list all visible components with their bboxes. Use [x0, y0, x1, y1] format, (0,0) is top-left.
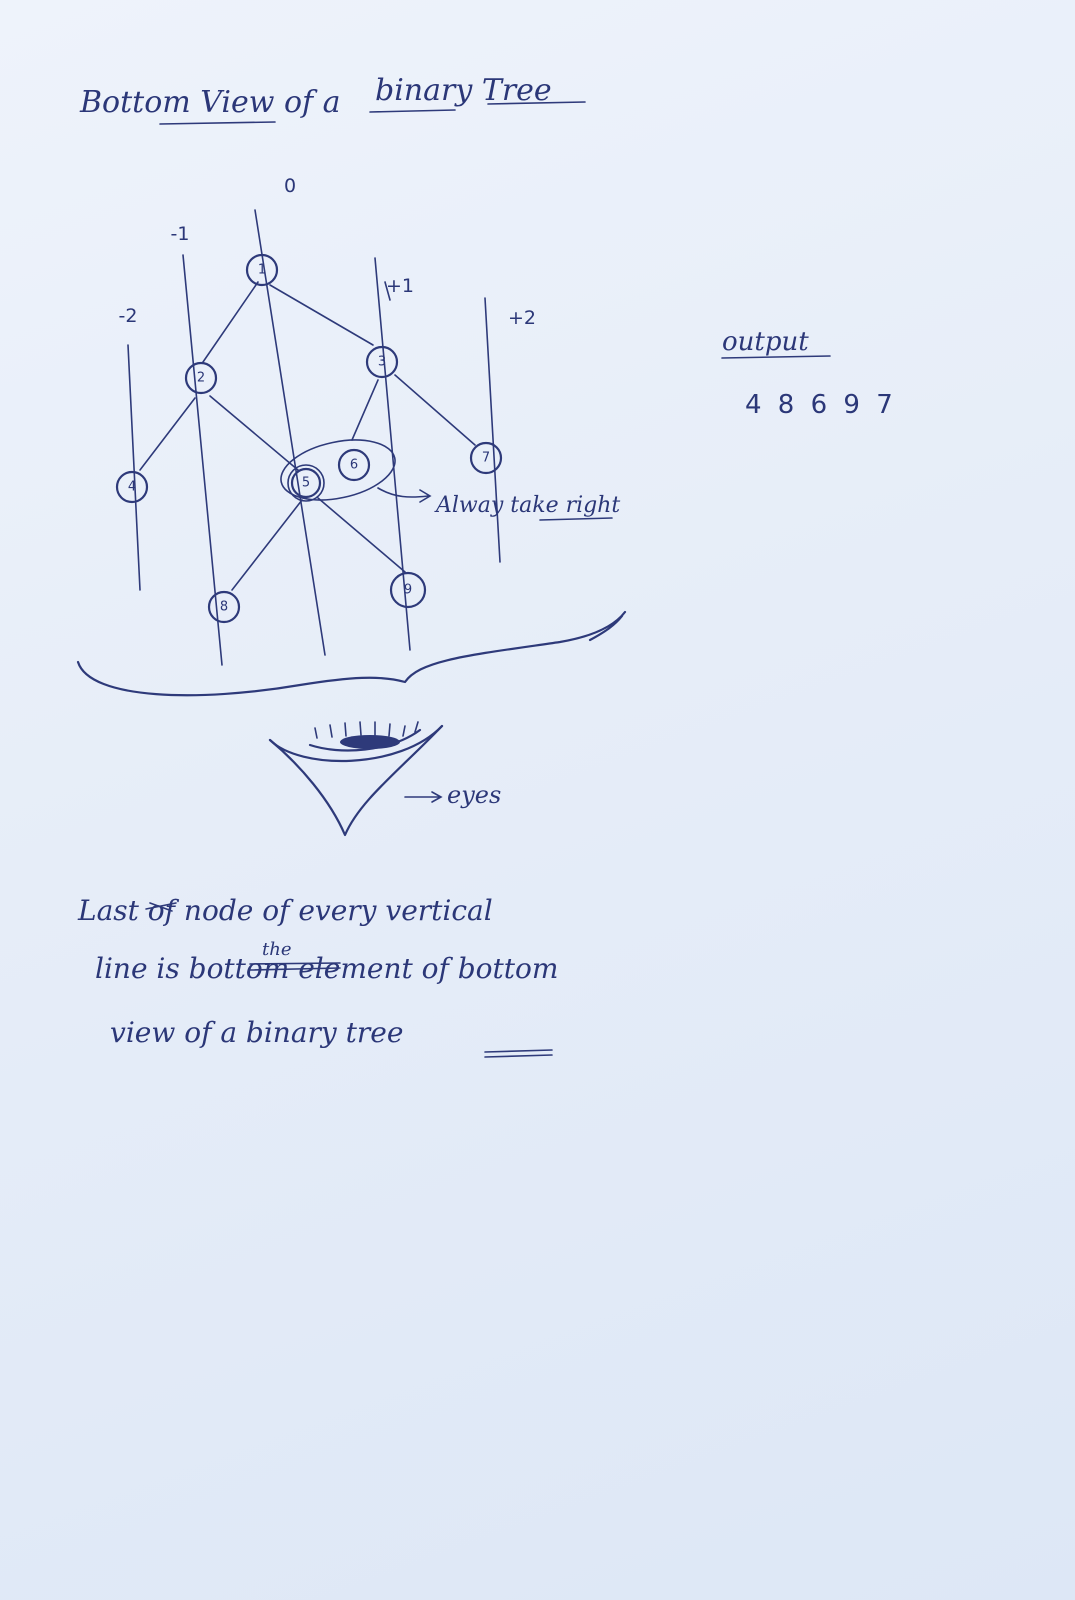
- title-underline-1: [159, 121, 276, 125]
- annotation-underline: [539, 517, 613, 521]
- node-7: 7: [469, 441, 503, 475]
- annotation-text: Alway take right: [434, 493, 620, 518]
- note-underline-tree: [484, 1049, 553, 1058]
- edge-1-3: [269, 284, 374, 346]
- output-values: 4 8 6 9 7: [745, 390, 897, 420]
- eye-pupil: [340, 735, 400, 749]
- node-2: 2: [184, 361, 218, 395]
- vertical-label-m2: -2: [119, 305, 138, 327]
- vertical-line-m2: [127, 344, 141, 591]
- node-1: 1: [245, 253, 279, 287]
- vertical-label-p2: +2: [508, 307, 536, 329]
- node-8: 8: [207, 590, 241, 624]
- edge-2-5: [209, 395, 299, 471]
- eye-label: eyes: [447, 781, 501, 809]
- edge-5-9: [317, 497, 406, 573]
- node-5: 5: [287, 464, 325, 502]
- edge-3-7: [394, 374, 476, 446]
- edge-3-6: [351, 379, 379, 441]
- tree-edges: [139, 281, 476, 591]
- edge-5-8: [231, 499, 303, 591]
- node-5-circle: [290, 467, 322, 499]
- vertical-label-m1: -1: [171, 223, 190, 245]
- node-9-label: 9: [404, 583, 412, 598]
- node-2-label: 2: [197, 371, 205, 386]
- node-3: 3: [365, 345, 399, 379]
- node-6: 6: [337, 448, 371, 482]
- edge-2-4: [139, 397, 196, 471]
- eye-cone: [268, 724, 444, 837]
- output-heading: output: [722, 327, 809, 357]
- node-4-circle: [115, 470, 149, 504]
- node-3-label: 3: [378, 355, 386, 370]
- overlap-highlight-ellipse: [280, 439, 396, 501]
- node-7-label: 7: [482, 451, 490, 466]
- note-strike-of: [145, 902, 177, 912]
- bottom-brace: [76, 610, 627, 697]
- eye-drawing: [268, 721, 444, 837]
- note-strike-bottom: [249, 962, 341, 971]
- output-underline: [721, 355, 831, 359]
- node-1-circle: [245, 253, 279, 287]
- eye-arrow: [404, 791, 443, 803]
- node-9: 9: [389, 571, 427, 609]
- node-8-label: 8: [220, 600, 228, 615]
- vertical-line-p1b: [384, 281, 391, 301]
- note-line-3: view of a binary tree: [110, 1016, 403, 1049]
- node-4-label: 4: [128, 480, 136, 495]
- vertical-label-p1: +1: [386, 275, 414, 297]
- node-5-label: 5: [302, 476, 310, 491]
- vertical-line-p2: [484, 297, 501, 563]
- eye-lower-lid: [308, 728, 422, 752]
- title-underline-2: [369, 101, 586, 113]
- vertical-line-m1: [182, 254, 223, 666]
- node-7-circle: [469, 441, 503, 475]
- node-4: 4: [115, 470, 149, 504]
- annotation-arrow: [377, 487, 432, 503]
- title-part1: Bottom View of a: [79, 85, 341, 120]
- eye-upper-lid: [268, 724, 444, 763]
- node-6-label: 6: [350, 458, 358, 473]
- node-3-circle: [365, 345, 399, 379]
- node-8-circle: [207, 590, 241, 624]
- title-part2: binary Tree: [375, 73, 552, 108]
- node-1-label: 1: [258, 263, 266, 278]
- edge-1-2: [202, 281, 259, 363]
- eye-lashes: [314, 721, 419, 739]
- node-9-circle: [389, 571, 427, 609]
- note-insert: the: [262, 939, 291, 960]
- node-2-circle: [184, 361, 218, 395]
- node-6-circle: [337, 448, 371, 482]
- node-5-outer-circle: [287, 464, 325, 502]
- vertical-label-0: 0: [284, 175, 296, 197]
- note-line-1: Last of node of every vertical: [77, 894, 493, 927]
